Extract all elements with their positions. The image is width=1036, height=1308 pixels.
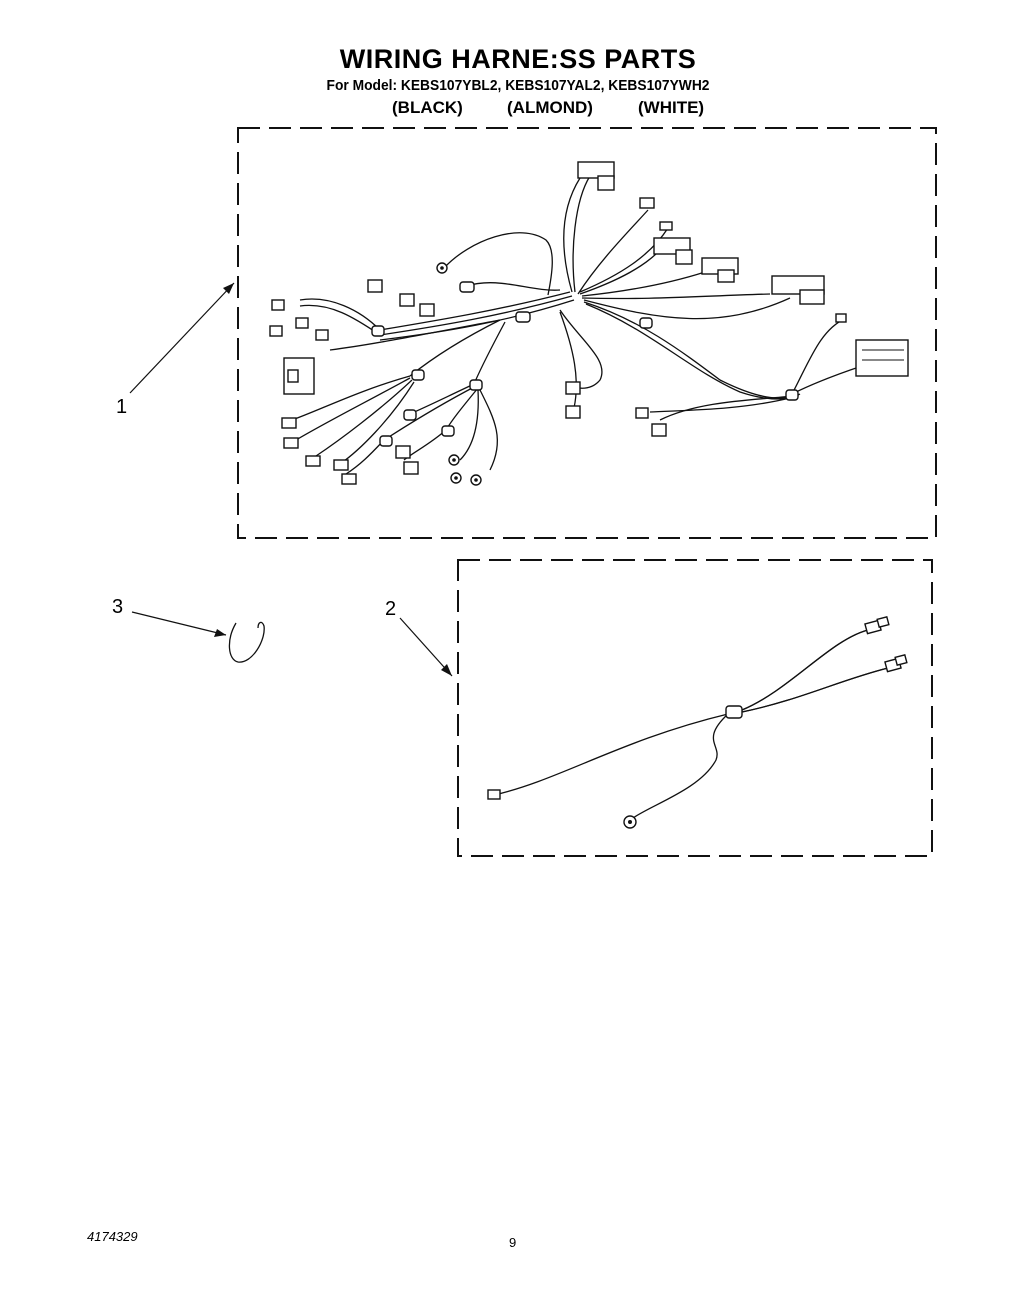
callout-2-arrow — [399, 617, 453, 677]
model-line: For Model: KEBS107YBL2, KEBS107YAL2, KEB… — [326, 77, 710, 94]
callout-3: 3 — [112, 596, 124, 618]
secondary-harness-frame — [457, 559, 933, 857]
callout-3-arrow — [131, 611, 227, 637]
callout-1: 1 — [116, 396, 128, 418]
secondary-harness-part — [487, 615, 908, 829]
page-number: 9 — [509, 1235, 517, 1250]
main-harness-frame — [237, 127, 937, 539]
variant-almond: (ALMOND) — [507, 98, 593, 117]
main-harness-part — [269, 161, 909, 486]
wire-tie-part — [228, 621, 265, 663]
variant-black: (BLACK) — [392, 98, 463, 117]
callout-1-arrow — [129, 282, 235, 394]
variant-white: (WHITE) — [638, 98, 705, 117]
page-title: WIRING HARNE:SS PARTS — [339, 44, 697, 74]
callout-2: 2 — [385, 598, 397, 620]
document-number: 4174329 — [87, 1229, 138, 1244]
